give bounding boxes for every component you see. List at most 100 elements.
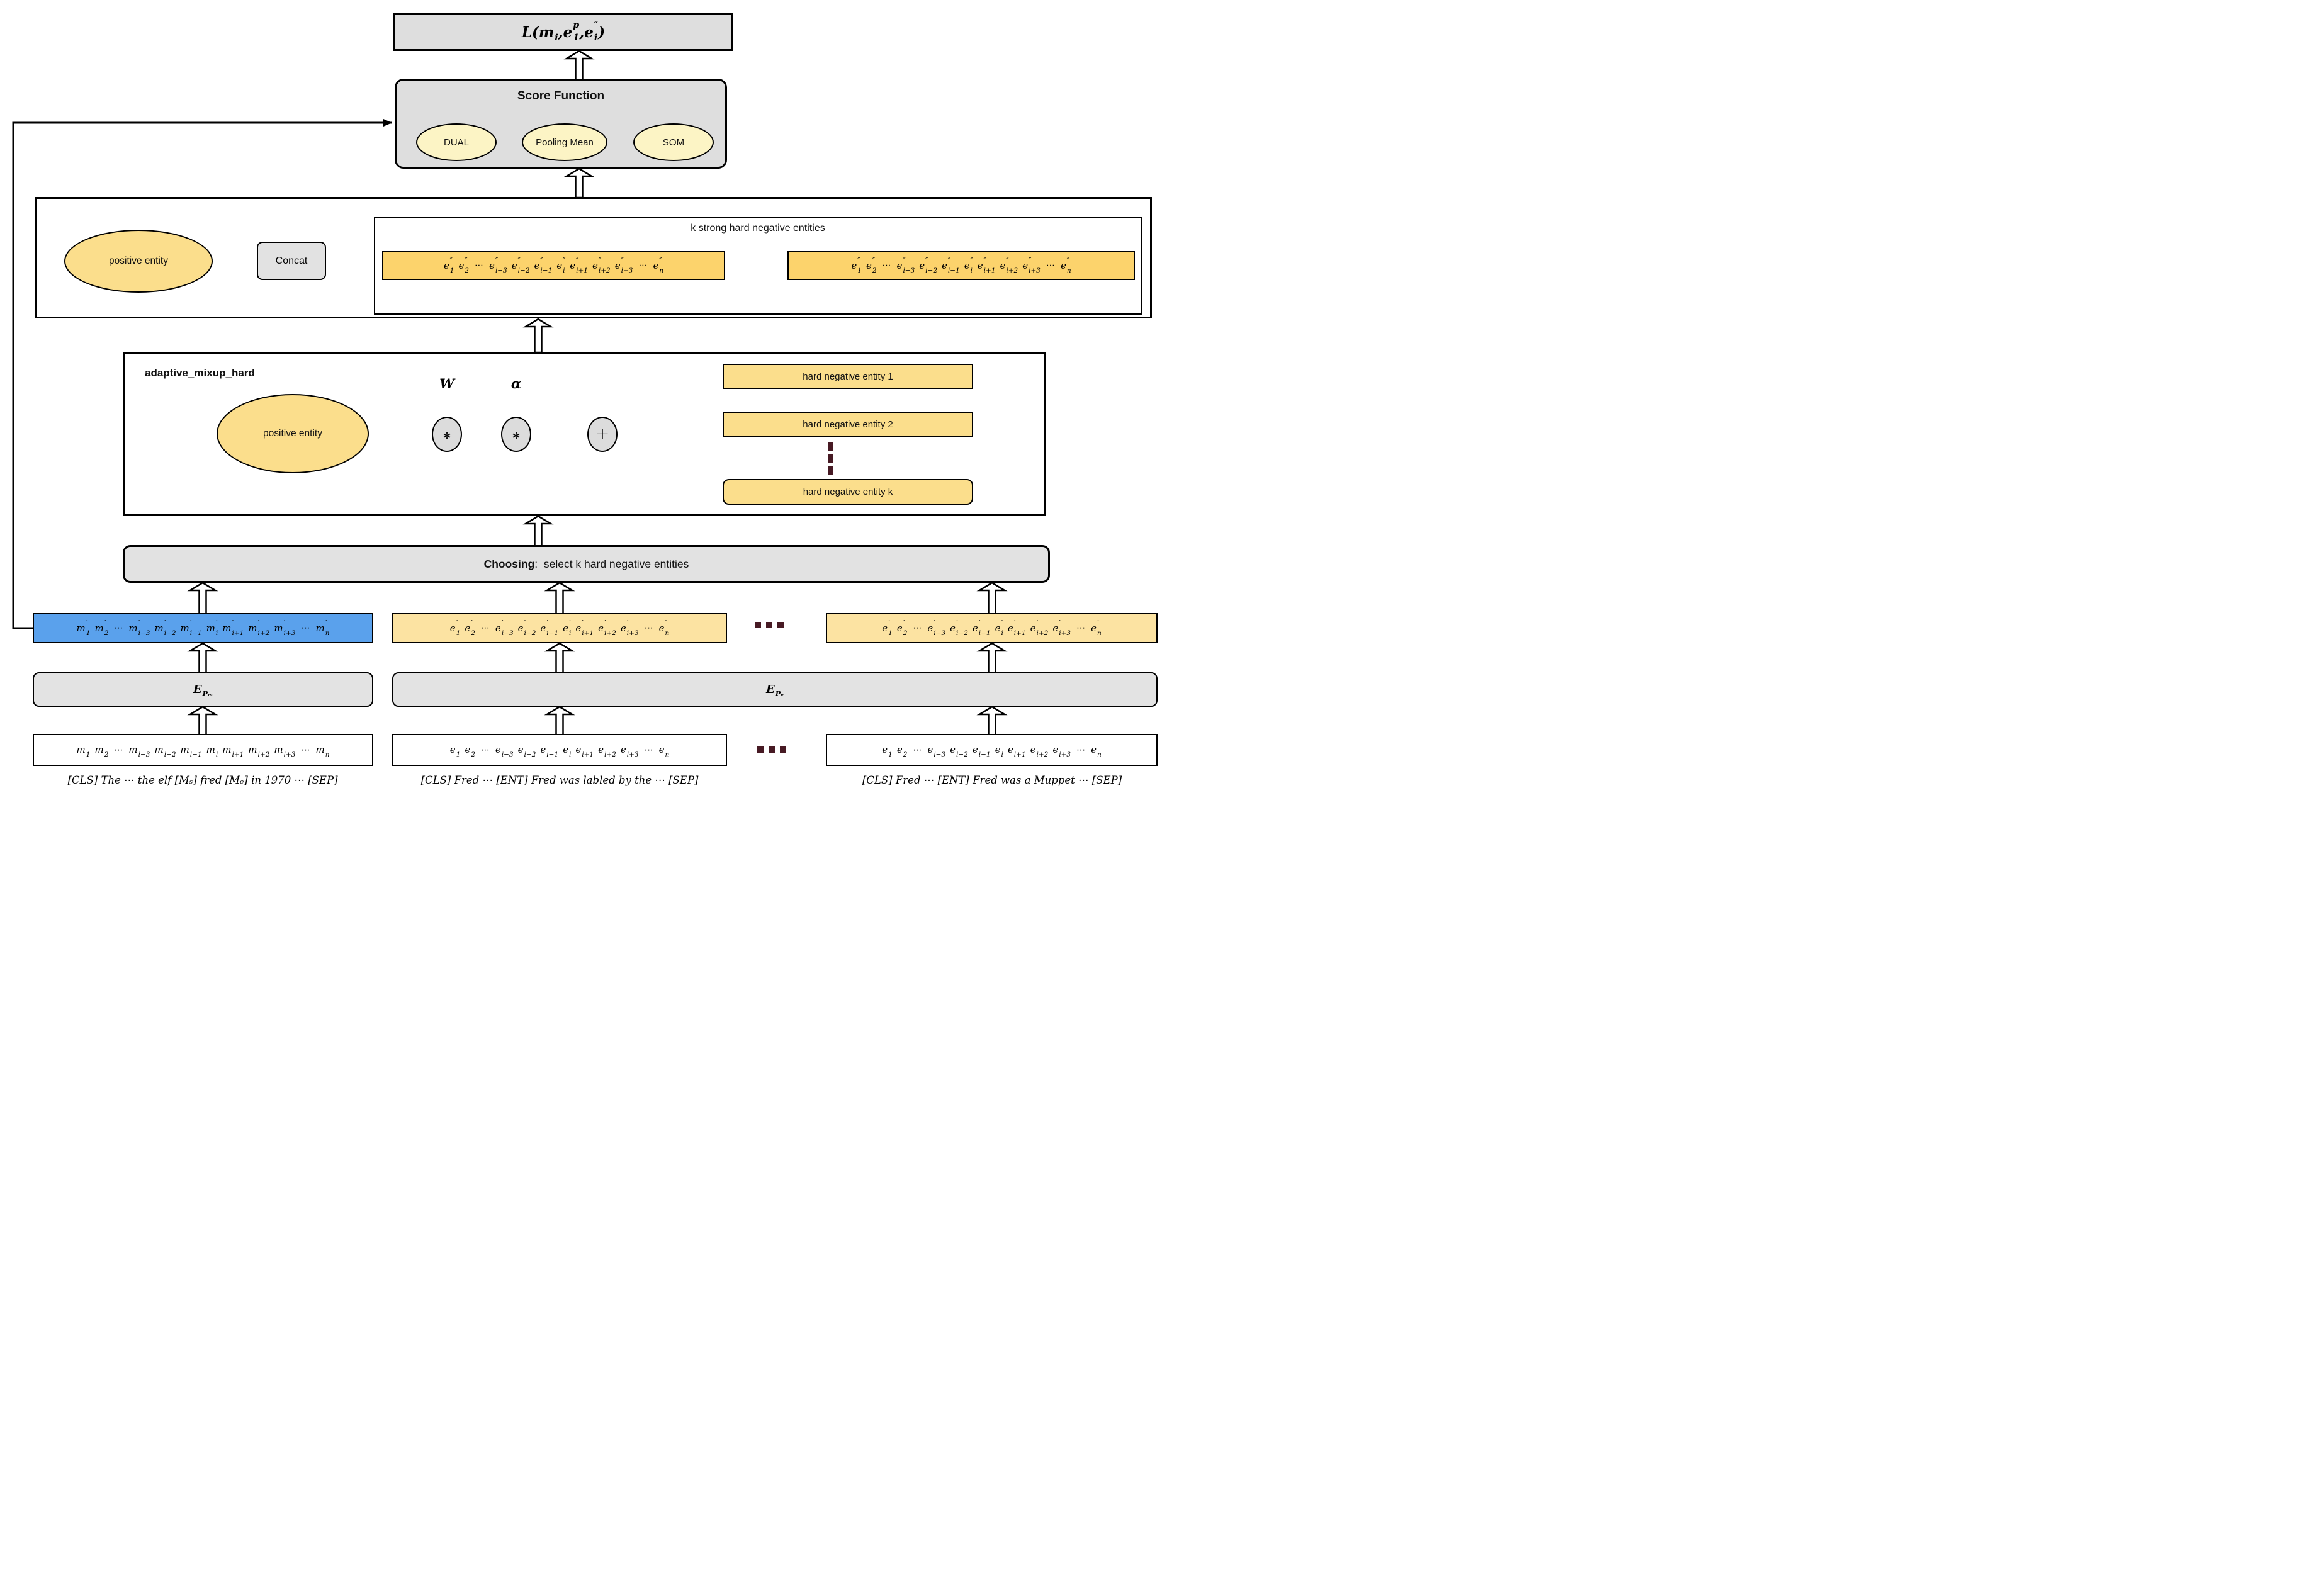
token: e′i−2 [950,618,968,637]
concat-box: Concat [257,242,326,280]
score-option-som: SOM [633,123,714,161]
hollow-arrow-etoks2-to-epe [976,706,1008,736]
token: e″i−3 [489,256,507,274]
hollow-arrow-mtoks-to-epm [187,706,218,736]
token-ellipsis: ⋯ [480,745,490,755]
token: e″1 [443,256,454,274]
token-ellipsis: ⋯ [480,623,490,633]
token: m′n [315,618,330,637]
hollow-arrow-mrow-to-choosing [187,582,218,616]
mention-input-caption: [CLS] The ⋯ the elf [Mₛ] fred [Mₑ] in 19… [67,774,338,786]
concat-label: Concat [275,255,308,266]
positive-entity-label-mixup: positive entity [263,428,322,439]
token: e′i+1 [575,618,594,637]
hard-negative-entity-2-box: hard negative entity 2 [723,412,973,437]
token-ellipsis: ⋯ [882,261,891,271]
token: m′i−2 [154,618,176,637]
token: e″2 [458,256,470,274]
plus-circle: + [587,417,618,452]
score-function-box: Score Function DUAL Pooling Mean SOM [395,79,727,169]
ellipsis-dots-inputs [757,746,786,753]
token: e′i−3 [927,618,946,637]
token: m′i+2 [248,618,270,637]
entity-input-caption-1: [CLS] Fred ⋯ [ENT] Fred was labled by th… [420,774,699,786]
token-ellipsis: ⋯ [301,745,310,755]
token: m′i−3 [128,618,150,637]
token: m′2 [94,618,109,637]
token-ellipsis: ⋯ [913,745,922,755]
token: e″2 [866,256,877,274]
multiply-circle-1: ∗ [432,417,462,452]
token: e′i+3 [620,618,639,637]
score-option-dual-label: DUAL [443,137,469,148]
multiply-symbol-2: ∗ [511,427,521,444]
hard-negative-entity-1-box: hard negative entity 1 [723,364,973,389]
token: e′2 [465,618,475,637]
token-ellipsis: ⋯ [1076,745,1086,755]
token-ellipsis: ⋯ [301,623,310,633]
token: e′i [995,618,1003,637]
token: e″i+3 [614,256,633,274]
token: e″i [556,256,566,274]
entity-input-caption-2: [CLS] Fred ⋯ [ENT] Fred was a Muppet ⋯ [… [862,774,1122,786]
token-ellipsis: ⋯ [644,745,653,755]
token-ellipsis: ⋯ [114,623,123,633]
score-option-dual: DUAL [416,123,497,161]
hollow-arrows [187,50,1008,736]
score-function-title: Score Function [517,89,605,103]
k-strong-label: k strong hard negative entities [691,223,825,234]
alpha-label: α [510,375,522,391]
token: e′n [1091,618,1102,637]
hollow-arrow-mixup-to-concatsec [522,318,554,354]
token: e″n [653,256,664,274]
hollow-arrow-epe-to-erow2 [976,642,1008,675]
token-ellipsis: ⋯ [1076,623,1086,633]
positive-entity-ellipse-top: positive entity [64,230,213,293]
token: e″i+2 [1000,256,1018,274]
hollow-arrow-epe-to-erow1 [544,642,575,675]
choosing-box: Choosing: select k hard negative entitie… [123,545,1050,583]
hollow-arrow-erow2-to-choosing [976,582,1008,616]
token: e′i+1 [1007,618,1026,637]
hard-negative-entity-k-box: hard negative entity k [723,479,973,505]
token: e′i+2 [598,618,616,637]
token: e′i−3 [495,618,514,637]
token-ellipsis: ⋯ [1046,261,1055,271]
multiply-symbol-1: ∗ [442,427,452,444]
token-ellipsis: ⋯ [475,261,484,271]
score-option-som-label: SOM [662,137,685,148]
token: e″i−1 [942,256,960,274]
feedback-connector [12,119,392,629]
ellipsis-dots-embeddings [755,622,784,628]
hollow-arrow-concatsec-to-sf [563,167,595,199]
token: e″i−3 [896,256,915,274]
hard-negative-entity-1-label: hard negative entity 1 [803,371,893,382]
token: m′i+1 [222,618,244,637]
hollow-arrow-sf-to-loss [563,50,595,81]
